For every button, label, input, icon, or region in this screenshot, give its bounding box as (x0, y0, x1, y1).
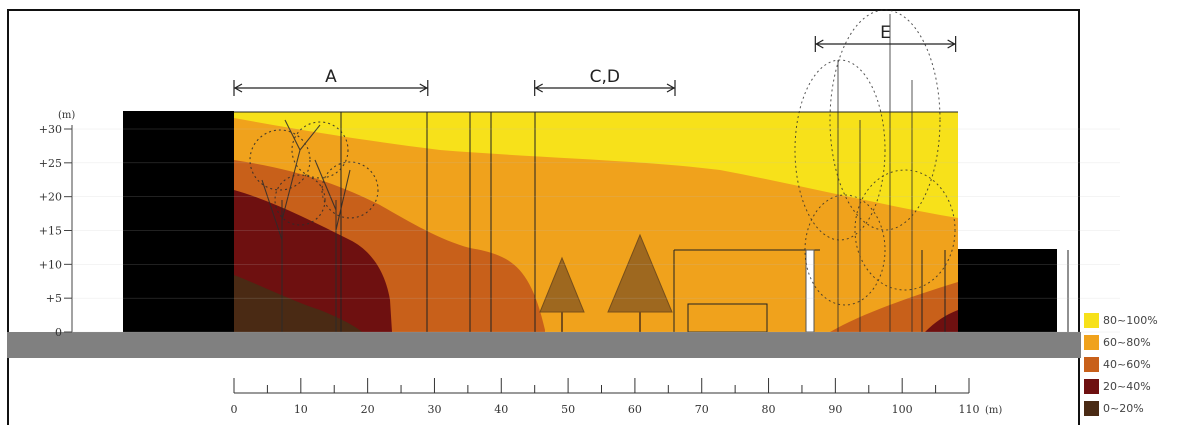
distance-tick-label: 20 (361, 403, 375, 416)
distance-tick-label: 30 (427, 403, 441, 416)
distance-tick-label: 70 (695, 403, 709, 416)
sky-view-bands (234, 112, 958, 332)
distance-tick-label: 110 (959, 403, 980, 416)
zone-arrow-right (419, 83, 428, 93)
height-tick-label: +10 (39, 258, 62, 271)
white-post (805, 249, 815, 333)
tree-small-1 (539, 256, 585, 332)
zone-label: A (325, 67, 337, 87)
distance-tick-label: 100 (892, 403, 913, 416)
zone-arrow-right (947, 39, 956, 49)
legend-swatch (1084, 356, 1099, 372)
zone-label: E (880, 23, 891, 43)
legend-label: 60~80% (1103, 335, 1151, 349)
distance-tick-label: 60 (628, 403, 642, 416)
height-tick-label: +30 (39, 123, 62, 136)
legend-item: 40~60% (1084, 353, 1180, 375)
tree-small-2 (607, 233, 673, 332)
legend-item: 80~100% (1084, 309, 1180, 331)
legend-swatch (1084, 378, 1099, 394)
legend-swatch (1084, 400, 1099, 416)
legend-swatch (1084, 334, 1099, 350)
zone-arrow-left (233, 83, 243, 93)
legend-label: 40~60% (1103, 357, 1151, 371)
band-20-40-right (925, 310, 958, 332)
height-tick-label: +25 (39, 157, 62, 170)
distance-tick-label: 90 (828, 403, 842, 416)
legend-swatch (1084, 312, 1099, 328)
distance-axis-unit: (m) (985, 405, 1002, 416)
zone-arrow-left (815, 39, 824, 49)
ground-strip (7, 332, 1081, 358)
legend: 80~100% 60~80% 40~60% 20~40% 0~20% (1084, 309, 1180, 419)
tree-right-group (794, 9, 956, 332)
distance-tick-label: 0 (231, 403, 238, 416)
legend-item: 60~80% (1084, 331, 1180, 353)
height-tick-label: +20 (39, 191, 62, 204)
height-tick-label: 0 (55, 326, 62, 339)
height-axis: (m) +30 +25 +20 +15 +10 +5 0 (39, 110, 1120, 339)
legend-label: 0~20% (1103, 401, 1144, 415)
legend-label: 20~40% (1103, 379, 1151, 393)
diagram-frame (7, 9, 1080, 425)
distance-tick-label: 50 (561, 403, 575, 416)
legend-item: 20~40% (1084, 375, 1180, 397)
zone-arrow-right (666, 83, 676, 93)
legend-item: 0~20% (1084, 397, 1180, 419)
zone-markers: A C,D E (233, 23, 957, 96)
zone-arrow-left (534, 83, 543, 93)
distance-tick-label: 80 (762, 403, 776, 416)
distance-tick-label: 40 (494, 403, 508, 416)
height-tick-label: +5 (46, 292, 62, 305)
tree-left-group (249, 119, 379, 332)
building-right (958, 249, 1057, 332)
building-left (123, 111, 234, 332)
distance-axis: 0 10 20 30 40 50 60 70 80 90 100 110 (m) (231, 378, 1002, 416)
height-tick-label: +15 (39, 225, 62, 238)
height-axis-unit: (m) (58, 110, 75, 121)
band-0-20 (234, 275, 362, 332)
distance-tick-label: 10 (294, 403, 308, 416)
legend-label: 80~100% (1103, 313, 1158, 327)
facade-lines (234, 111, 1069, 333)
zone-label: C,D (590, 67, 620, 87)
band-40-60-right (830, 282, 958, 332)
